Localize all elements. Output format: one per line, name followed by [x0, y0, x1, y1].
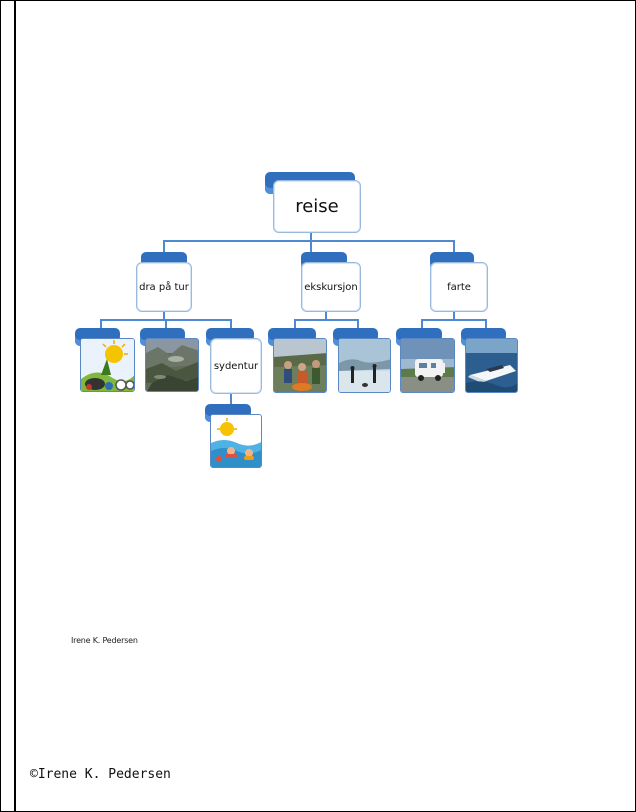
root-node-label: reise — [295, 196, 339, 217]
connector-line — [310, 240, 312, 252]
branch-node-sydentur: sydentur — [210, 338, 262, 394]
connector-line — [165, 319, 167, 328]
group-outdoors-image — [273, 338, 327, 393]
connector-line — [100, 319, 102, 328]
connector-line — [325, 311, 327, 320]
connector-line — [230, 319, 232, 328]
connector-line — [230, 393, 232, 405]
connector-line — [453, 240, 455, 252]
connector-line — [163, 240, 455, 242]
root-node: reise — [273, 180, 361, 233]
branch-node-ekskursjon: ekskursjon — [301, 262, 361, 312]
branch-node-label: dra på tur — [139, 281, 189, 293]
connector-line — [163, 311, 165, 320]
branch-node-dra-pa-tur: dra på tur — [136, 262, 192, 312]
author-credit: Irene K. Pedersen — [71, 636, 138, 645]
cartoon-landscape-image — [80, 338, 135, 392]
connector-line — [294, 319, 296, 328]
branch-node-label: ekskursjon — [304, 281, 358, 293]
connector-line — [310, 232, 312, 242]
connector-line — [485, 319, 487, 328]
branch-node-label: farte — [447, 281, 471, 293]
branch-node-farte: farte — [430, 262, 488, 312]
connector-line — [453, 311, 455, 320]
connector-line — [421, 319, 487, 321]
sub-node-label: sydentur — [213, 360, 259, 372]
connector-line — [421, 319, 423, 328]
cartoon-beach-image — [210, 414, 262, 468]
camper-van-image — [400, 338, 455, 393]
speedboat-image — [465, 338, 518, 393]
copyright-notice: ©Irene K. Pedersen — [30, 767, 171, 782]
rocky-terrain-image — [145, 338, 199, 392]
connector-line — [163, 240, 165, 252]
connector-line — [294, 319, 359, 321]
beach-silhouettes-image — [338, 338, 391, 393]
connector-line — [357, 319, 359, 328]
